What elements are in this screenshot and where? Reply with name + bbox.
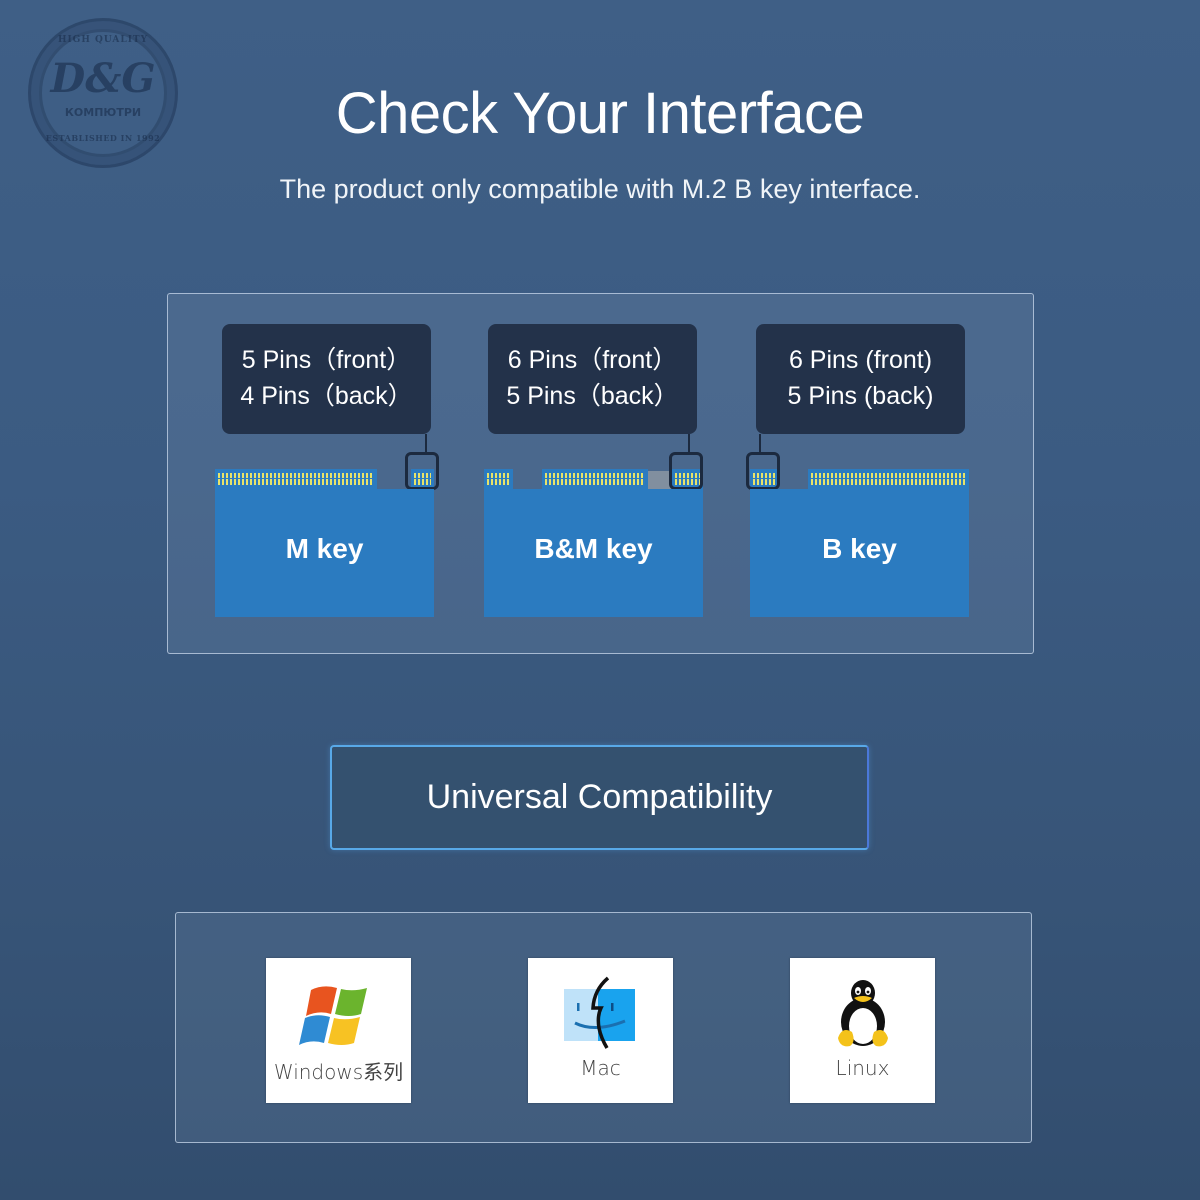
pin-back-text: 4 Pins（back） xyxy=(240,382,413,410)
interface-panel: 5 Pins（front） 4 Pins（back） M key 6 Pins（… xyxy=(167,293,1034,654)
notch-area xyxy=(648,471,672,489)
key-label: M key xyxy=(285,533,364,564)
highlight-box xyxy=(746,452,780,490)
logo-monogram: D&G xyxy=(50,55,156,102)
m2-card: M key xyxy=(215,489,434,617)
compatibility-heading: Universal Compatibility xyxy=(330,745,869,850)
pin-front-text: 6 Pins (front) xyxy=(788,346,933,374)
key-item-bm: 6 Pins（front） 5 Pins（back） B&M key xyxy=(484,294,724,653)
logo-subtitle: КОМПЮТРИ xyxy=(64,106,142,119)
watermark-logo: HIGH QUALITY D&G КОМПЮТРИ ESTABLISHED IN… xyxy=(28,18,178,168)
highlight-box xyxy=(669,452,703,490)
m2-card: B key xyxy=(750,489,969,617)
pin-row-notch xyxy=(411,469,434,489)
windows-logo-icon xyxy=(299,986,367,1045)
pin-row-main xyxy=(542,469,648,489)
m2-card: B&M key xyxy=(484,489,703,617)
pin-front-text: 5 Pins（front） xyxy=(241,346,412,374)
os-tile-mac: Mac xyxy=(528,958,673,1103)
key-label: B&M key xyxy=(534,533,653,564)
pin-row-notch xyxy=(750,469,778,489)
mac-finder-icon xyxy=(564,976,635,1049)
key-item-m: 5 Pins（front） 4 Pins（back） M key xyxy=(215,294,455,653)
pin-row-left xyxy=(484,469,513,489)
page-title: Check Your Interface xyxy=(335,81,865,146)
key-label: B key xyxy=(822,533,897,564)
pin-row-main xyxy=(808,469,969,489)
logo-ring-bottom: ESTABLISHED IN 1992 xyxy=(45,133,161,143)
logo-ring-top: HIGH QUALITY xyxy=(57,35,149,45)
page-subtitle: The product only compatible with M.2 B k… xyxy=(279,174,921,204)
os-label: Windows系列 xyxy=(273,1060,404,1084)
pin-row-notch xyxy=(672,469,703,489)
pin-front-text: 6 Pins（front） xyxy=(507,346,678,374)
os-label: Linux xyxy=(835,1056,890,1080)
os-tile-linux: Linux xyxy=(790,958,935,1103)
key-item-b: 6 Pins (front) 5 Pins (back) B key xyxy=(746,294,990,653)
pin-row-main xyxy=(215,469,377,489)
callout-leader-line xyxy=(759,434,761,452)
pin-callout: 5 Pins（front） 4 Pins（back） xyxy=(222,324,431,434)
callout-leader-line xyxy=(688,434,690,452)
pin-back-text: 5 Pins（back） xyxy=(506,382,679,410)
os-tile-windows: Windows系列 xyxy=(266,958,411,1103)
pin-callout: 6 Pins（front） 5 Pins（back） xyxy=(488,324,697,434)
pin-back-text: 5 Pins (back) xyxy=(787,382,934,410)
os-panel: Windows系列 Mac Linux xyxy=(175,912,1032,1143)
callout-leader-line xyxy=(425,434,427,452)
os-label: Mac xyxy=(580,1056,621,1080)
linux-tux-icon xyxy=(838,980,888,1047)
highlight-box xyxy=(405,452,439,490)
pin-callout: 6 Pins (front) 5 Pins (back) xyxy=(756,324,965,434)
